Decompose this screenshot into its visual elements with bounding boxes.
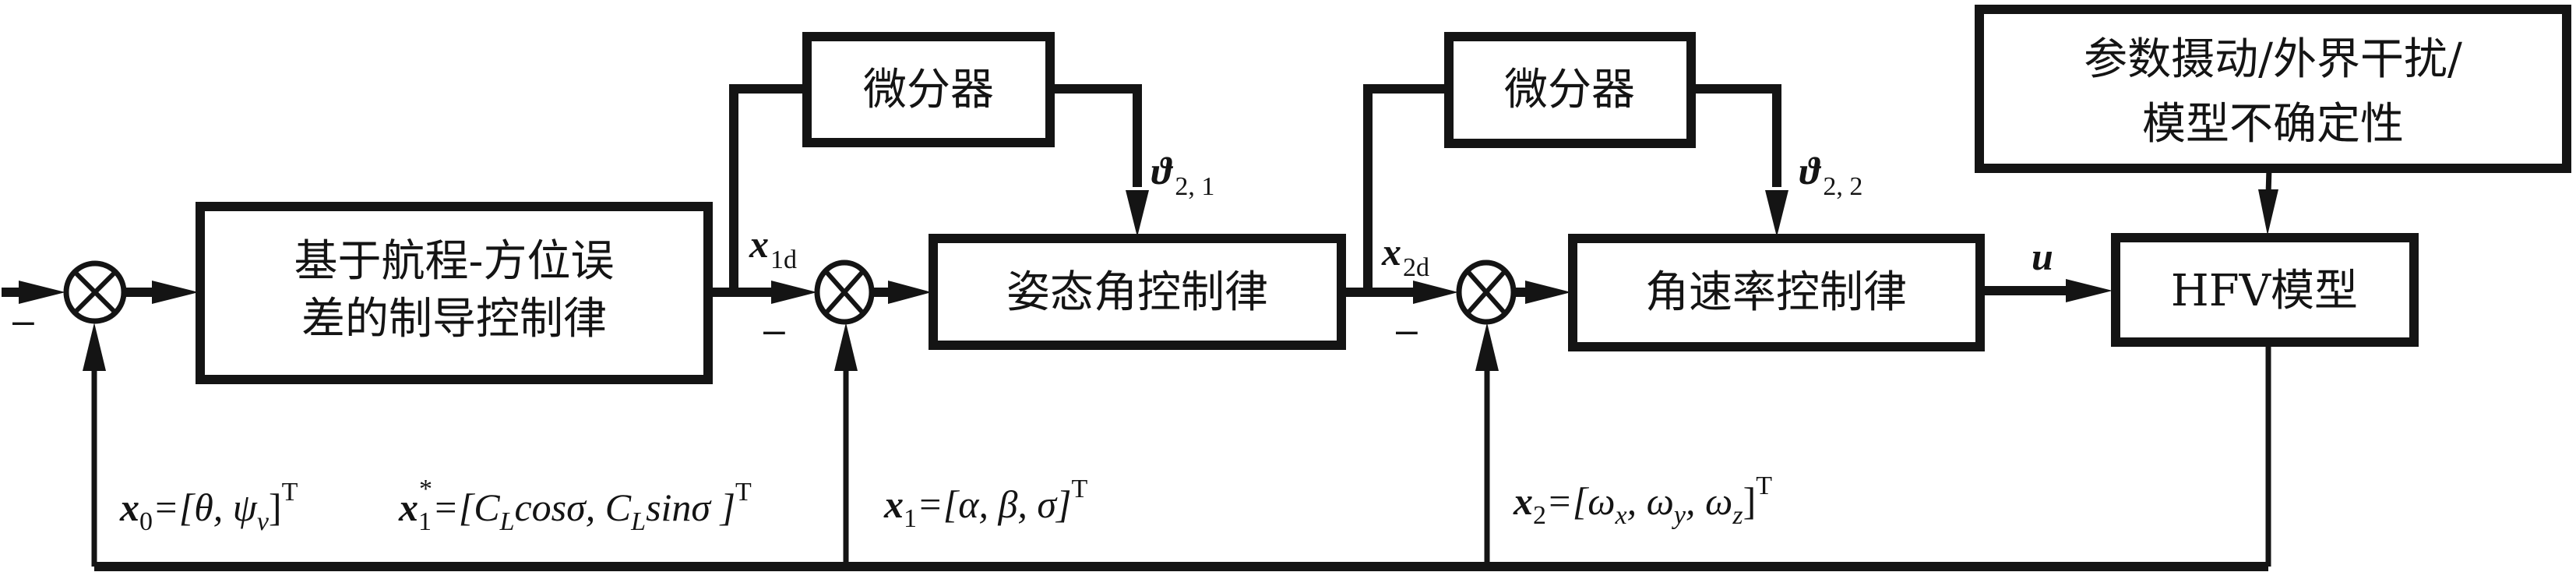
sum2-minus-sign: –: [763, 308, 785, 351]
x1d-label: x1d: [749, 222, 797, 274]
u-arrow: [2066, 279, 2113, 302]
diff2-input-line: [1363, 84, 1447, 292]
sum2-output-arrow: [888, 281, 932, 304]
rate-label: 角速率控制律: [1645, 267, 1907, 318]
sum3-minus-sign: –: [1396, 308, 1418, 351]
differentiator2-label: 微分器: [1504, 65, 1635, 115]
attitude-control-law-block: 姿态角控制律: [929, 234, 1346, 350]
x0-label: x0=[θ, ψv]T: [119, 478, 298, 536]
disturbance-label-line1: 参数摄动/外界干扰/: [2084, 34, 2462, 85]
differentiator-block-2: 微分器: [1444, 32, 1696, 148]
diff1-input-line: [729, 84, 805, 292]
x1d-arrow: [771, 281, 817, 304]
disturbance-arrow: [2258, 189, 2278, 235]
sum-junction-1: [63, 260, 127, 324]
disturbance-label-line2: 模型不确定性: [2142, 99, 2404, 150]
guidance-label-line1: 基于航程-方位误: [294, 236, 615, 287]
feedback-arrow-1: [83, 323, 106, 371]
hfv-label: HFV模型: [2171, 266, 2358, 316]
sum-junction-2: [814, 260, 875, 325]
sum1-minus-sign: –: [12, 298, 34, 342]
disturbance-block: 参数摄动/外界干扰/ 模型不确定性: [1975, 5, 2571, 173]
theta21-arrow: [1126, 190, 1149, 237]
x1-label: x1=[α, β, σ]T: [883, 475, 1087, 533]
feedback-arrow-3: [1475, 323, 1499, 371]
diff2-output-line: [1691, 84, 1781, 187]
input-arrow: [19, 281, 65, 304]
guidance-label-line2: 差的制导控制律: [301, 294, 607, 344]
x2-label: x2=[ωx, ωy, ωz]T: [1513, 471, 1772, 530]
theta22-arrow: [1765, 190, 1788, 237]
x2d-label: x2d: [1381, 230, 1429, 282]
diff1-output-line: [1050, 84, 1142, 187]
differentiator1-label: 微分器: [863, 65, 994, 115]
feedback-arrow-2: [834, 323, 858, 371]
attitude-label: 姿态角控制律: [1006, 267, 1268, 318]
x1-star-label: x1*=[CLcosσ, CLsinσ ]T: [398, 475, 752, 536]
sum3-output-arrow: [1525, 281, 1571, 304]
rate-control-law-block: 角速率控制律: [1568, 234, 1985, 351]
guidance-control-law-block: 基于航程-方位误 差的制导控制律: [196, 202, 713, 384]
hfv-model-block: HFV模型: [2111, 233, 2419, 347]
x2d-arrow: [1413, 281, 1458, 304]
differentiator-block-1: 微分器: [802, 32, 1055, 147]
sum-junction-3: [1456, 260, 1517, 325]
sum1-output-arrow: [152, 281, 199, 304]
feedback-bus: [83, 323, 2271, 571]
u-label: u: [2032, 235, 2053, 278]
